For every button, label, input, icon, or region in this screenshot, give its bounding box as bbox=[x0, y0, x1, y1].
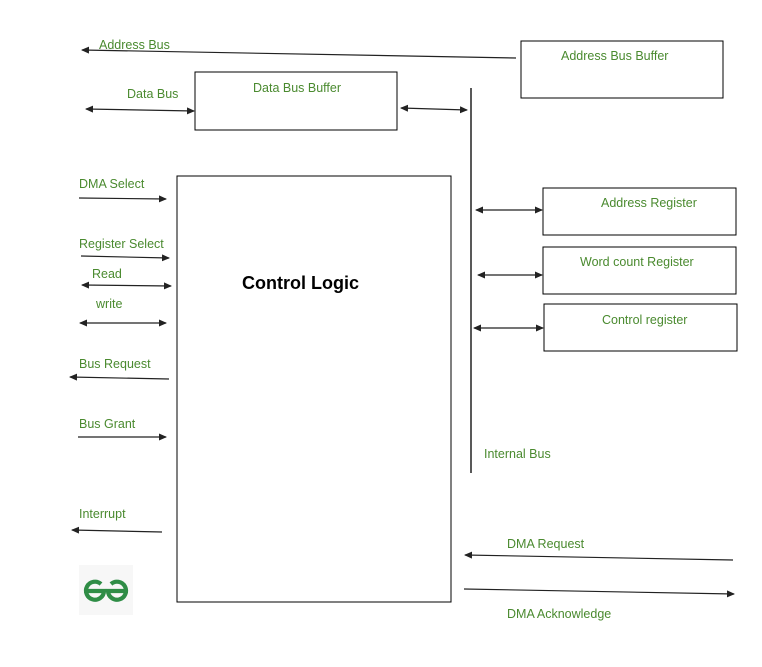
address-bus-buffer-label: Address Bus Buffer bbox=[561, 49, 668, 63]
internal-bus-label: Internal Bus bbox=[484, 447, 551, 461]
dma-acknowledge-arrow bbox=[463, 588, 735, 598]
word-count-register-label: Word count Register bbox=[580, 255, 694, 269]
dma-request-label: DMA Request bbox=[507, 537, 585, 551]
bus-request-arrow bbox=[69, 373, 170, 381]
dma-request-arrow bbox=[464, 551, 734, 561]
control-register-label: Control register bbox=[602, 313, 687, 327]
address-register-block bbox=[542, 187, 737, 236]
register-select-arrow bbox=[80, 254, 170, 262]
bus-request-label: Bus Request bbox=[79, 357, 151, 371]
control-logic-label: Control Logic bbox=[242, 273, 359, 293]
interrupt-label: Interrupt bbox=[79, 507, 126, 521]
address-register-label: Address Register bbox=[601, 196, 697, 210]
dma-select-label: DMA Select bbox=[79, 177, 145, 191]
write-label: write bbox=[95, 297, 122, 311]
data-bus-label: Data Bus bbox=[127, 87, 178, 101]
control-register-block bbox=[543, 303, 738, 352]
register-select-label: Register Select bbox=[79, 237, 164, 251]
address-bus-arrow bbox=[81, 46, 517, 59]
control-logic-block bbox=[176, 175, 452, 603]
bus-grant-label: Bus Grant bbox=[79, 417, 136, 431]
data-bus-buffer-block bbox=[194, 71, 398, 131]
dma-acknowledge-label: DMA Acknowledge bbox=[507, 607, 611, 621]
data-buffer-internal-bus-arrow bbox=[400, 104, 468, 114]
address-bus-buffer-block bbox=[520, 40, 724, 99]
data-bus-buffer-label: Data Bus Buffer bbox=[253, 81, 341, 95]
read-arrow bbox=[81, 281, 172, 290]
address-bus-label: Address Bus bbox=[99, 38, 170, 52]
dma-select-arrow bbox=[78, 195, 167, 203]
data-bus-arrow bbox=[85, 105, 195, 115]
read-label: Read bbox=[92, 267, 122, 281]
interrupt-arrow bbox=[71, 526, 163, 534]
geeksforgeeks-logo-icon bbox=[79, 565, 133, 615]
word-count-register-block bbox=[542, 246, 737, 295]
